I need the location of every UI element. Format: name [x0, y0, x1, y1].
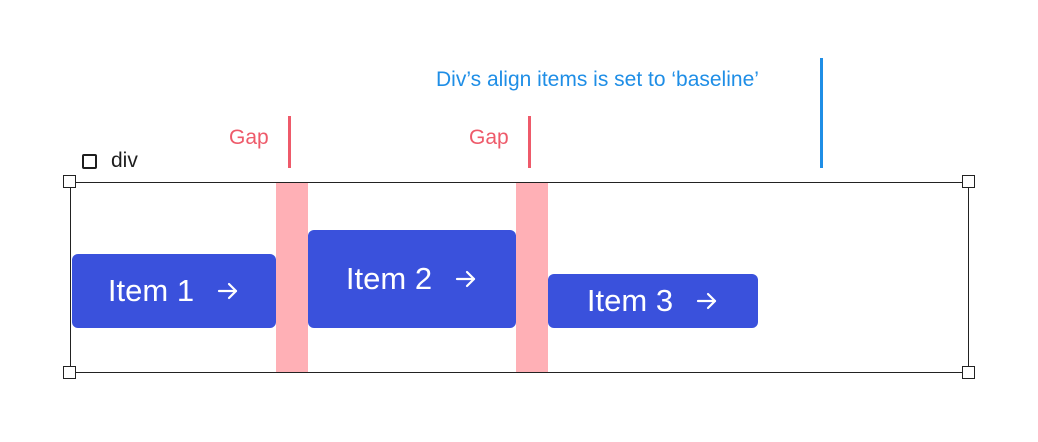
item-3-label: Item 3: [586, 283, 674, 318]
gap-marker-2: [528, 116, 531, 168]
resize-handle-top-right[interactable]: [962, 175, 975, 188]
arrow-right-icon: [454, 267, 478, 291]
resize-handle-bottom-left[interactable]: [63, 366, 76, 379]
item-3-button[interactable]: Item 3: [548, 274, 758, 328]
container-label-text: div: [111, 149, 138, 172]
item-1-label: Item 1: [107, 273, 195, 308]
gap-label-2: Gap: [469, 126, 509, 149]
baseline-marker: [820, 58, 823, 168]
item-2-button[interactable]: Item 2: [308, 230, 516, 328]
gap-band-1: [276, 183, 308, 372]
gap-band-2: [516, 183, 548, 372]
resize-handle-top-left[interactable]: [63, 175, 76, 188]
resize-handle-bottom-right[interactable]: [962, 366, 975, 379]
flex-container-frame[interactable]: [70, 182, 969, 373]
baseline-annotation: Div’s align items is set to ‘baseline’: [436, 68, 759, 91]
item-2-label: Item 2: [345, 261, 433, 296]
gap-label-1: Gap: [229, 126, 269, 149]
arrow-right-icon: [216, 279, 240, 303]
square-icon: [82, 153, 97, 169]
item-1-button[interactable]: Item 1: [72, 254, 276, 328]
arrow-right-icon: [695, 289, 719, 313]
container-label: div: [82, 149, 138, 172]
gap-marker-1: [288, 116, 291, 168]
